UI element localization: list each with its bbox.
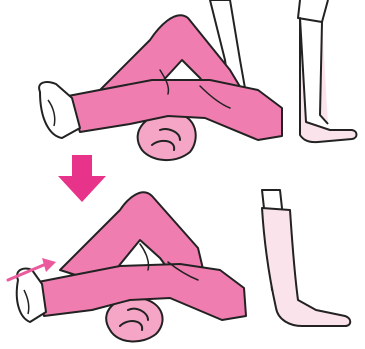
top-arm — [300, 18, 357, 142]
bottom-arm — [262, 208, 350, 326]
bottom-figure — [8, 190, 350, 341]
top-foot — [39, 82, 80, 138]
top-figure — [39, 0, 356, 160]
bottom-foot — [17, 268, 46, 322]
down-arrow-icon — [58, 155, 106, 202]
top-sleeve — [298, 0, 328, 22]
